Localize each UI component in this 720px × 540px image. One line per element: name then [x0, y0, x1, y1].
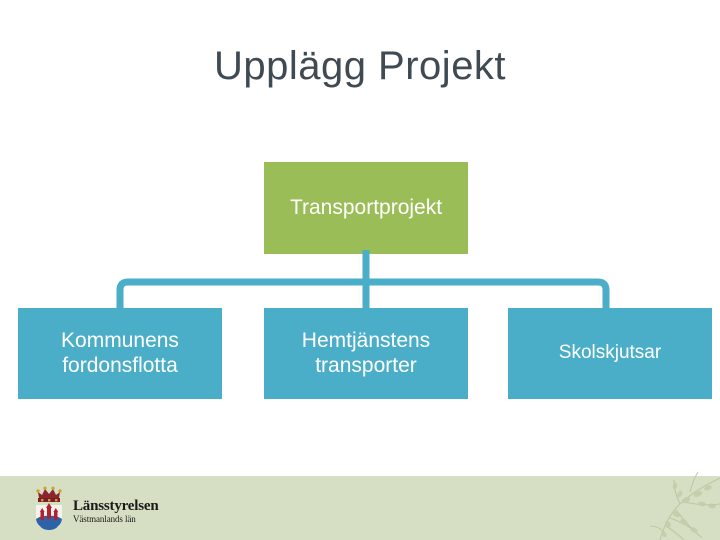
diagram-node-child-1-line1: Kommunens: [61, 328, 179, 352]
page-title: Upplägg Projekt: [213, 44, 507, 88]
logo-text: Länsstyrelsen Västmanlands län: [73, 491, 159, 525]
diagram-node-root[interactable]: Transportprojekt: [264, 162, 468, 254]
diagram-node-child-skolskjutsar[interactable]: Skolskjutsar: [508, 308, 712, 399]
footer-band: [0, 476, 720, 540]
diagram-node-child-2-line2: transporter: [315, 353, 417, 377]
organization-logo: Länsstyrelsen Västmanlands län: [32, 482, 192, 534]
diagram-node-child-3-label: Skolskjutsar: [558, 342, 662, 364]
hierarchy-diagram: Transportprojekt Kommunens fordonsflotta…: [18, 162, 712, 399]
logo-organization-name: Länsstyrelsen: [73, 497, 159, 514]
diagram-node-child-1-line2: fordonsflotta: [62, 353, 178, 377]
coat-of-arms-icon: [36, 486, 62, 530]
diagram-node-child-2-label: Hemtjänstens transporter: [302, 329, 430, 379]
diagram-node-child-1-label: Kommunens fordonsflotta: [61, 329, 179, 379]
diagram-node-child-hemtjanstens-transporter[interactable]: Hemtjänstens transporter: [264, 308, 468, 399]
diagram-node-child-2-line1: Hemtjänstens: [301, 328, 431, 352]
logo-organization-subtitle: Västmanlands län: [73, 513, 136, 524]
diagram-node-root-label: Transportprojekt: [289, 195, 443, 219]
connector-lines: [116, 250, 610, 308]
diagram-node-child-kommunens-fordonsflotta[interactable]: Kommunens fordonsflotta: [18, 308, 222, 399]
